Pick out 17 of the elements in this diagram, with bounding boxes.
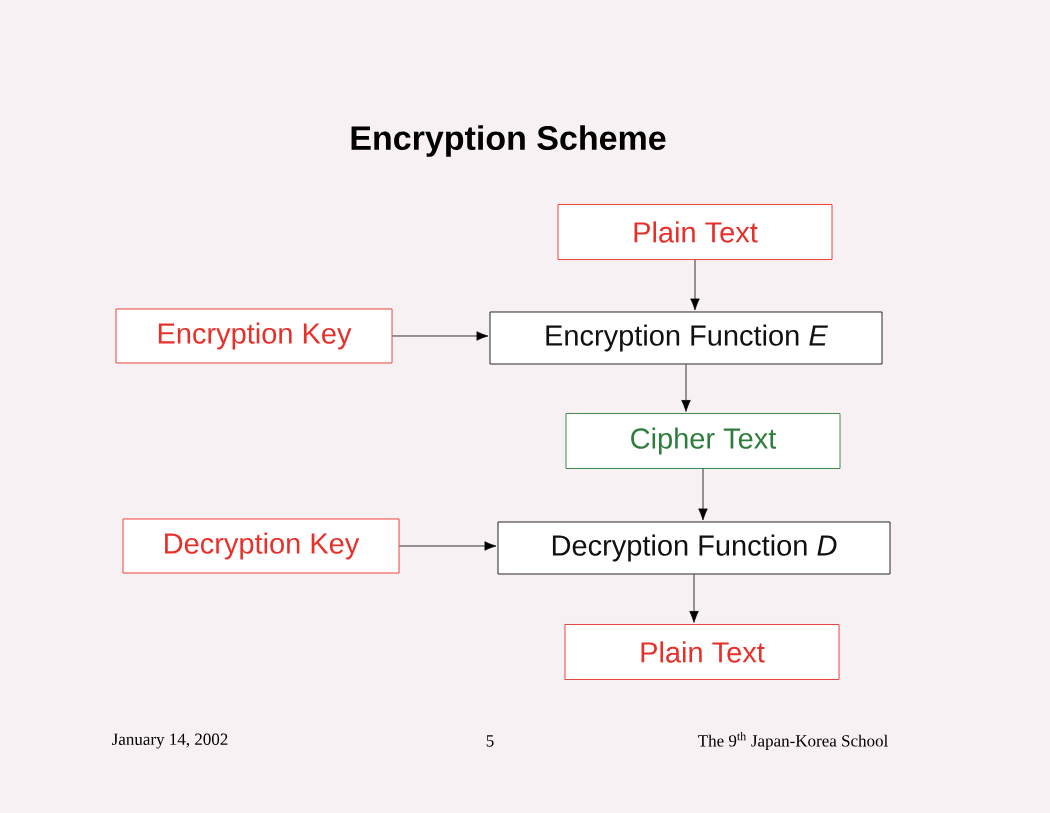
arrow: [689, 574, 699, 623]
text-box: Encryption Key: [115, 308, 393, 364]
arrow: [399, 541, 497, 551]
title: Encryption Scheme: [351, 125, 666, 157]
arrow: [392, 331, 489, 341]
arrow: [698, 468, 708, 521]
footer-text: January 14, 2002: [112, 733, 228, 749]
arrow: [690, 259, 700, 311]
footer-text: 5: [486, 735, 494, 747]
arrow: [681, 364, 691, 412]
footer-text: The 9$^{th}$ Japan-Korea School: [698, 731, 888, 751]
text-box: Plain Text: [557, 204, 833, 260]
text-box: Decryption Function D: [497, 521, 891, 575]
text-box: Encryption Function E: [489, 311, 883, 365]
text-box: Cipher Text: [565, 413, 841, 469]
text-box: Decryption Key: [122, 518, 400, 574]
text-box: Plain Text: [564, 624, 840, 680]
